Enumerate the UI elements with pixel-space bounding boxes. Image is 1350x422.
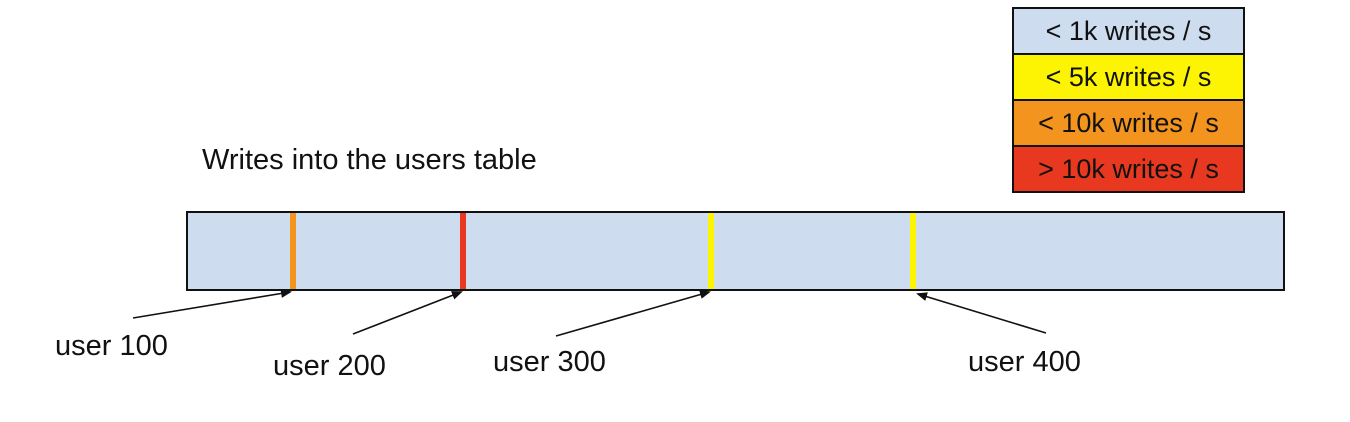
arrow-user-100 xyxy=(132,289,292,319)
users-table-bar xyxy=(186,211,1285,291)
diagram-title: Writes into the users table xyxy=(202,144,537,176)
user-label-300: user 300 xyxy=(493,346,606,378)
arrow-user-200 xyxy=(352,291,463,335)
user-label-100: user 100 xyxy=(55,330,168,362)
user-label-200: user 200 xyxy=(273,350,386,382)
legend-item-lt-5k: < 5k writes / s xyxy=(1012,53,1245,101)
legend: < 1k writes / s < 5k writes / s < 10k wr… xyxy=(1012,7,1245,193)
arrow-user-400 xyxy=(916,292,1047,334)
hotspot-marker-user-200 xyxy=(460,213,466,289)
user-label-400: user 400 xyxy=(968,346,1081,378)
legend-item-lt-1k: < 1k writes / s xyxy=(1012,7,1245,55)
hotspot-marker-user-300 xyxy=(708,213,714,289)
hotspot-marker-user-400 xyxy=(910,213,916,289)
arrow-user-300 xyxy=(555,290,711,337)
legend-item-lt-10k: < 10k writes / s xyxy=(1012,99,1245,147)
hotspot-marker-user-100 xyxy=(290,213,296,289)
legend-item-gt-10k: > 10k writes / s xyxy=(1012,145,1245,193)
